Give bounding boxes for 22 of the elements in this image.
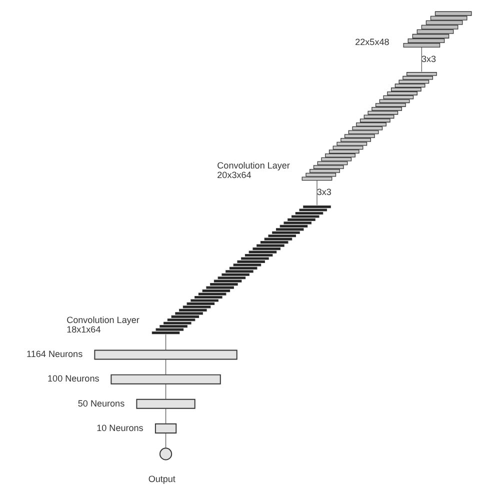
connector	[420, 47, 422, 72]
node-bar	[110, 374, 220, 384]
connector	[164, 334, 166, 351]
edge-label: 3x3	[316, 186, 331, 197]
node-label: 1164 Neurons	[26, 349, 82, 360]
node-label: Output	[148, 474, 175, 484]
node-label: 50 Neurons	[77, 398, 124, 408]
connector	[316, 180, 317, 206]
node-label: 22x5x48	[354, 37, 389, 48]
node-bar	[94, 350, 237, 360]
node-label: Convolution Layer 20x3x64	[216, 160, 290, 180]
edge-label: 3x3	[421, 54, 436, 64]
connector	[164, 384, 166, 400]
node-label: 100 Neurons	[47, 374, 99, 384]
node-circle	[158, 448, 172, 460]
node-label: Convolution Layer 18x1x64	[66, 314, 139, 335]
node-label: 10 Neurons	[96, 422, 143, 433]
node-bar	[154, 423, 176, 434]
connector	[164, 432, 166, 448]
connector	[164, 359, 166, 375]
connector	[164, 408, 166, 424]
node-bar	[136, 398, 195, 409]
